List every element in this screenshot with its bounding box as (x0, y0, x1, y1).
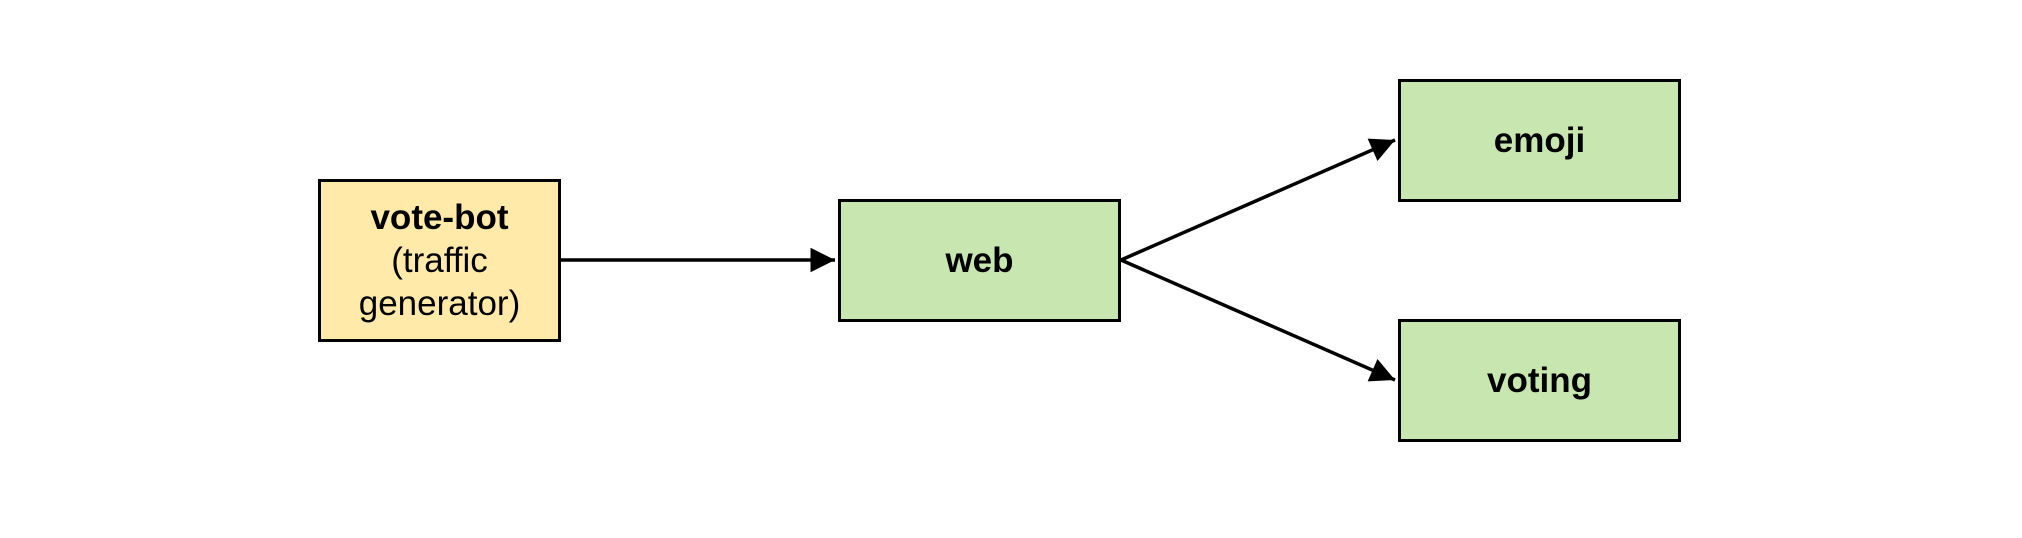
vote-bot-title: vote-bot (370, 197, 509, 237)
vote-bot-node: vote-bot (traffic generator) (318, 179, 561, 342)
emoji-node: emoji (1398, 79, 1681, 202)
emoji-title: emoji (1493, 120, 1586, 160)
web-title: web (945, 240, 1014, 280)
web-node: web (838, 199, 1121, 322)
vote-bot-subtitle-line2: generator) (358, 283, 521, 323)
voting-node: voting (1398, 319, 1681, 442)
edge-web-to-voting (1120, 258, 1396, 382)
edge-web-to-emoji (1120, 138, 1396, 262)
voting-title: voting (1487, 360, 1592, 400)
vote-bot-subtitle-line1: (traffic (391, 240, 488, 280)
